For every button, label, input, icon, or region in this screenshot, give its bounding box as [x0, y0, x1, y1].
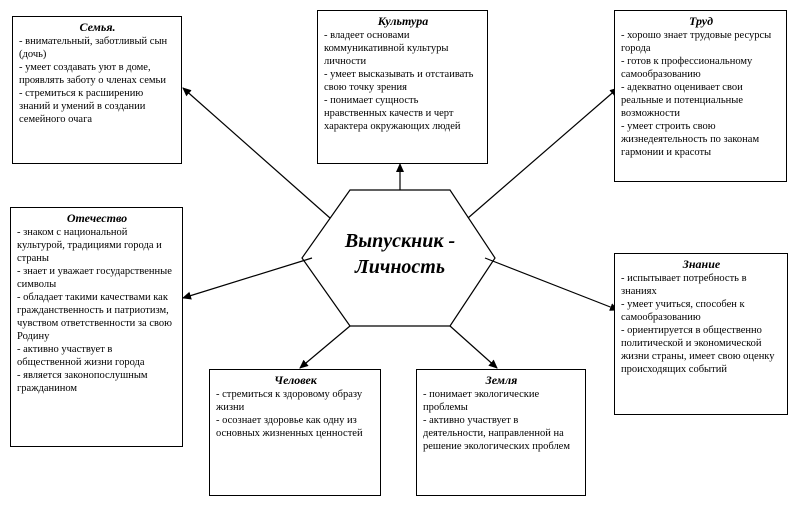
box-knowledge-list: - испытывает потребность в знаниях - уме…: [621, 272, 782, 376]
list-item: - умеет высказывать и отстаивать свою то…: [324, 69, 474, 93]
box-culture: Культура - владеет основами коммуникатив…: [317, 10, 488, 164]
list-item: - умеет учиться, способен к самообразова…: [621, 299, 745, 323]
list-item: - осознает здоровье как одну из основных…: [216, 415, 363, 439]
box-labor: Труд - хорошо знает трудовые ресурсы гор…: [614, 10, 787, 182]
box-earth-title: Земля: [485, 373, 518, 387]
list-item: - понимает сущность нравственных качеств…: [324, 95, 461, 132]
arrow-to-labor: [467, 87, 619, 219]
box-family-list: - внимательный, заботливый сын (дочь) - …: [19, 35, 176, 126]
arrow-to-family: [182, 87, 331, 219]
list-item: - владеет основами коммуникативной культ…: [324, 30, 449, 67]
box-earth: Земля - понимает экологические проблемы …: [416, 369, 586, 496]
arrow-to-knowledge: [484, 257, 619, 311]
list-item: - знаком с национальной культурой, тради…: [17, 227, 162, 264]
box-human-list: - стремиться к здоровому образу жизни - …: [216, 388, 375, 440]
list-item: - стремиться к здоровому образу жизни: [216, 389, 363, 413]
arrow-to-fatherland: [182, 257, 313, 300]
arrow-to-earth: [449, 325, 498, 369]
box-family-title: Семья.: [79, 20, 116, 34]
box-human-title: Человек: [274, 373, 317, 387]
list-item: - понимает экологические проблемы: [423, 389, 540, 413]
list-item: - внимательный, заботливый сын (дочь): [19, 36, 168, 60]
box-family: Семья. - внимательный, заботливый сын (д…: [12, 16, 182, 164]
box-culture-list: - владеет основами коммуникативной культ…: [324, 29, 482, 133]
list-item: - обладает такими качествами как граждан…: [17, 292, 172, 342]
box-labor-title: Труд: [688, 14, 714, 28]
box-culture-title: Культура: [377, 14, 429, 28]
list-item: - испытывает потребность в знаниях: [621, 273, 747, 297]
list-item: - адекватно оценивает свои реальные и по…: [621, 82, 743, 119]
list-item: - активно участвует в деятельности, напр…: [423, 415, 570, 452]
list-item: - активно участвует в общественной жизни…: [17, 344, 145, 368]
list-item: - является законопослушным гражданином: [17, 370, 148, 394]
list-item: - знает и уважает государственные символ…: [17, 266, 172, 290]
box-labor-list: - хорошо знает трудовые ресурсы города -…: [621, 29, 781, 159]
list-item: - готов к профессиональному самообразова…: [621, 56, 753, 80]
box-knowledge: Знание - испытывает потребность в знания…: [614, 253, 788, 415]
center-title: Выпускник - Личность: [344, 230, 456, 278]
box-fatherland-title: Отечество: [66, 211, 128, 225]
arrow-to-human: [299, 325, 351, 369]
list-item: - хорошо знает трудовые ресурсы города: [621, 30, 772, 54]
box-earth-list: - понимает экологические проблемы - акти…: [423, 388, 580, 453]
box-human: Человек - стремиться к здоровому образу …: [209, 369, 381, 496]
box-fatherland: Отечество - знаком с национальной культу…: [10, 207, 183, 447]
box-fatherland-list: - знаком с национальной культурой, тради…: [17, 226, 177, 395]
box-knowledge-title: Знание: [682, 257, 721, 271]
list-item: - умеет создавать уют в доме, проявлять …: [19, 62, 166, 86]
list-item: - ориентируется в общественно политическ…: [621, 325, 775, 375]
list-item: - стремиться к расширению знаний и умени…: [19, 88, 146, 125]
list-item: - умеет строить свою жизнедеятельность п…: [621, 121, 760, 158]
